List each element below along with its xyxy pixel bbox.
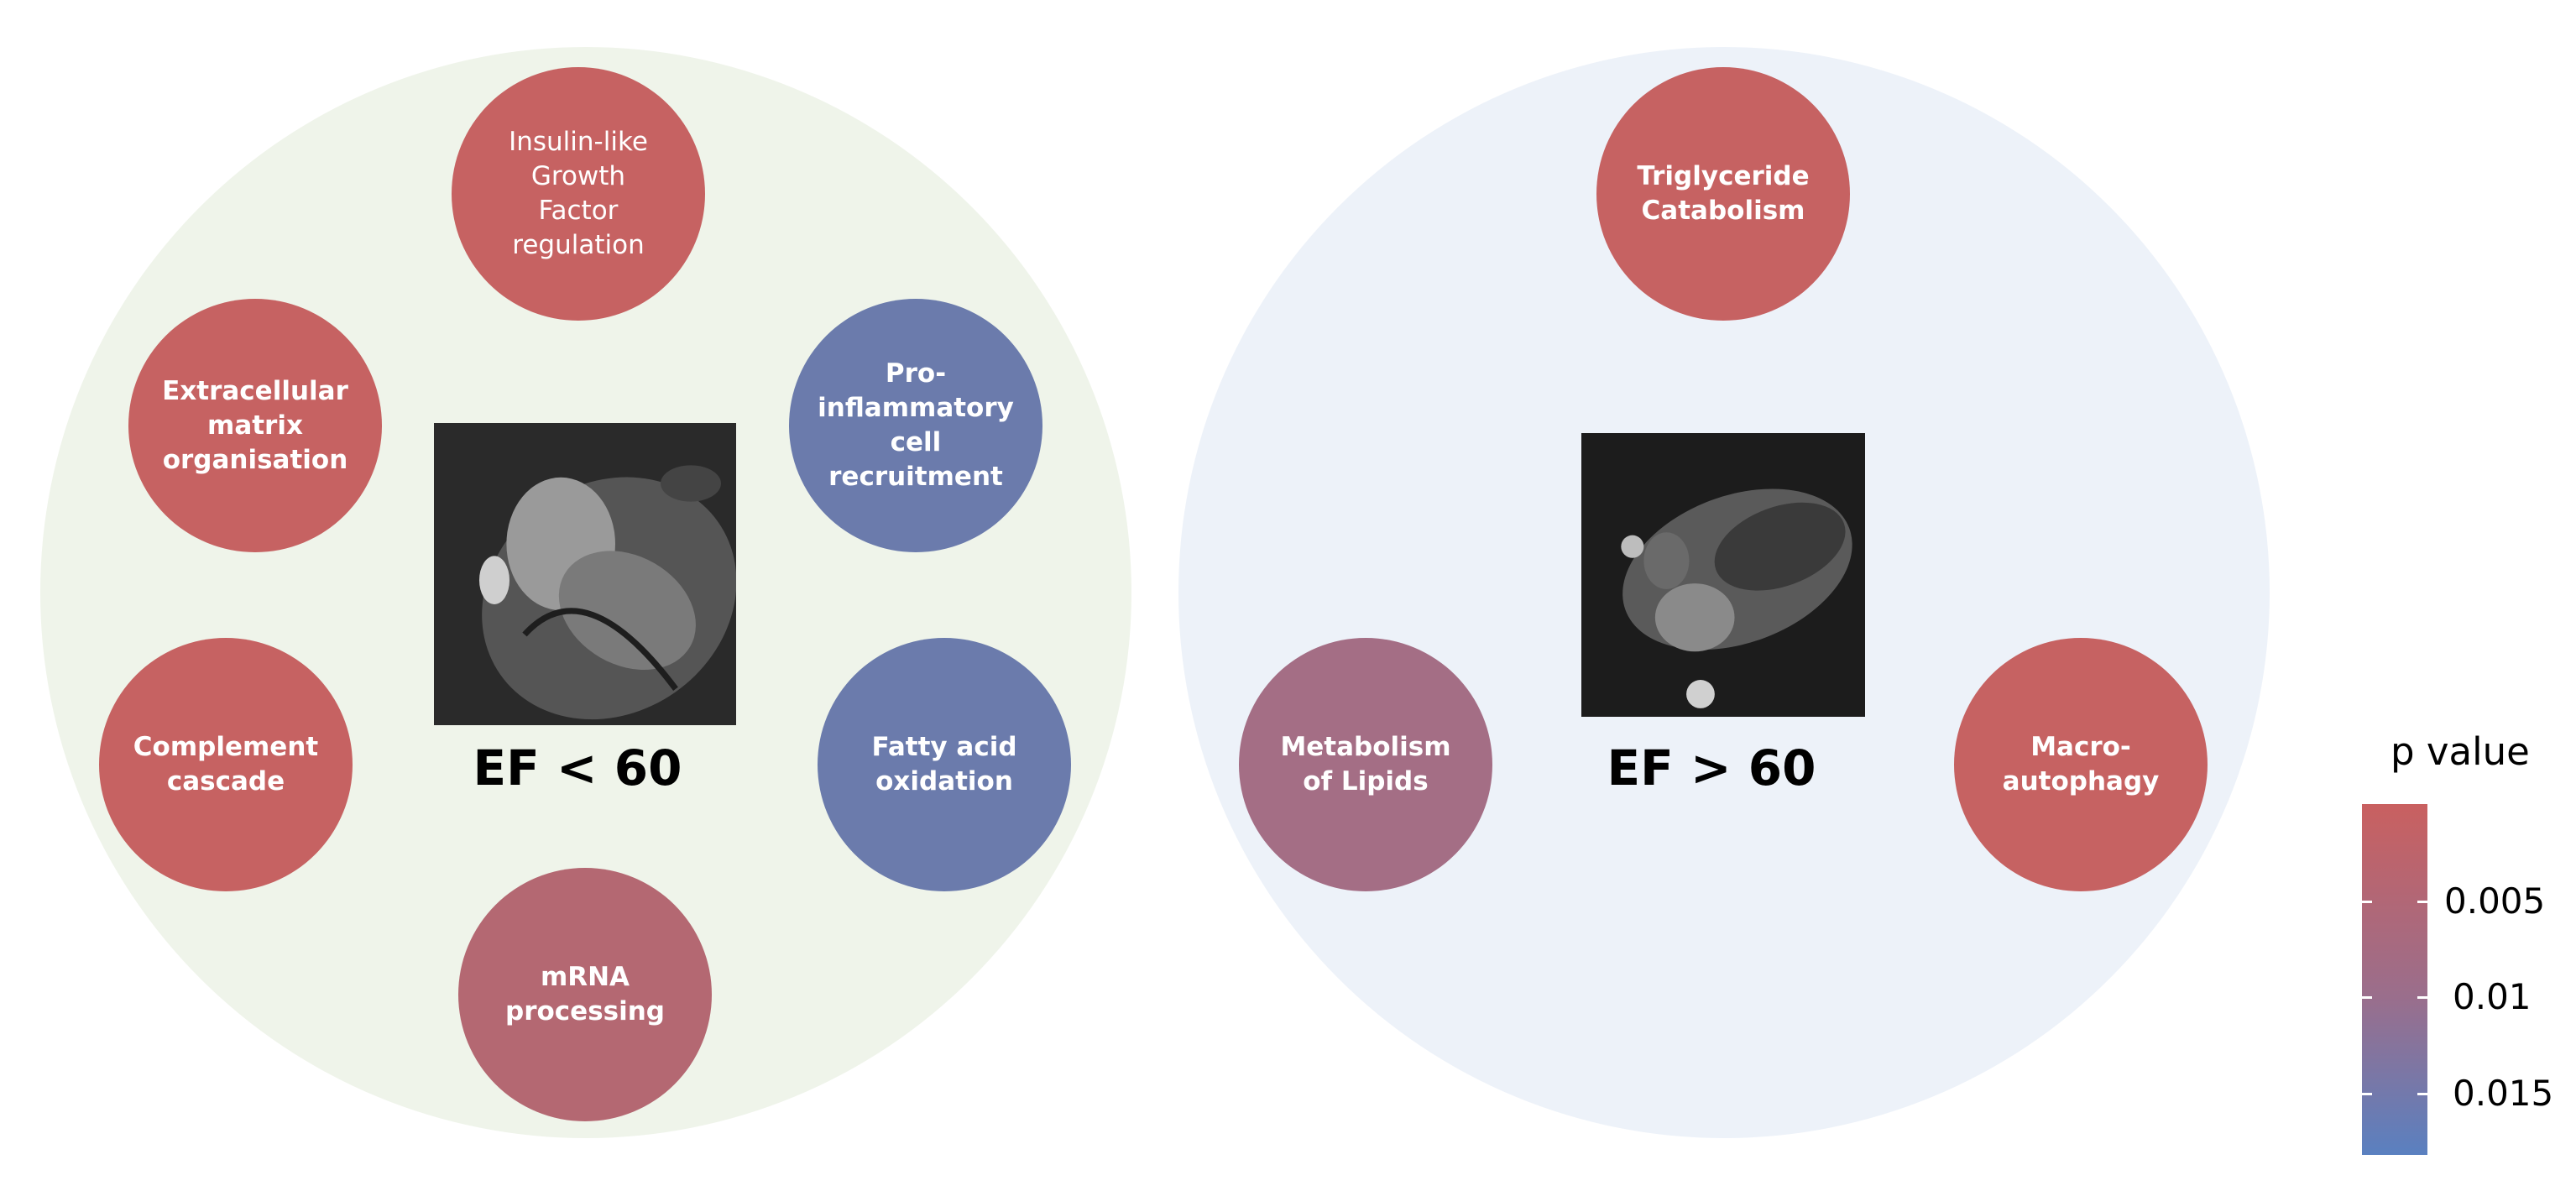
node-label: Insulin-like Growth Factor regulation <box>509 127 648 260</box>
legend-tick <box>2417 901 2427 903</box>
legend-tick-label: 0.005 <box>2444 880 2546 922</box>
node-triglyceride-catabolism: Triglyceride Catabolism <box>1596 67 1850 321</box>
node-macro-autophagy: Macro- autophagy <box>1954 638 2208 891</box>
legend-color-bar <box>2362 804 2427 1155</box>
legend-tick-label: 0.01 <box>2453 976 2532 1017</box>
mri-image-ef-above-60 <box>1581 433 1865 717</box>
legend-tick <box>2362 1093 2372 1095</box>
node-mrna-processing: mRNA processing <box>458 868 712 1121</box>
legend-tick <box>2417 996 2427 999</box>
node-label: mRNA processing <box>505 962 665 1026</box>
legend-tick-label: 0.015 <box>2453 1073 2554 1114</box>
node-pro-inflammatory: Pro- inflammatory cell recruitment <box>789 299 1042 552</box>
node-extracellular-matrix: Extracellular matrix organisation <box>128 299 382 552</box>
node-label: Macro- autophagy <box>2002 732 2160 797</box>
node-label: Triglyceride Catabolism <box>1637 161 1810 226</box>
node-complement-cascade: Complement cascade <box>99 638 353 891</box>
node-insulin-like-growth-factor: Insulin-like Growth Factor regulation <box>452 67 705 321</box>
node-label: Complement cascade <box>133 732 319 797</box>
group-label-ef-below-60: EF < 60 <box>473 739 682 797</box>
node-fatty-acid-oxidation: Fatty acid oxidation <box>818 638 1071 891</box>
node-label: Pro- inflammatory cell recruitment <box>818 358 1014 492</box>
node-metabolism-of-lipids: Metabolism of Lipids <box>1239 638 1492 891</box>
group-label-ef-above-60: EF > 60 <box>1607 739 1816 797</box>
node-label: Metabolism of Lipids <box>1280 732 1451 797</box>
node-label: Extracellular matrix organisation <box>162 375 348 475</box>
legend-tick <box>2362 901 2372 903</box>
node-label: Fatty acid oxidation <box>871 732 1017 797</box>
legend-title: p value <box>2391 729 2530 774</box>
legend-tick <box>2417 1093 2427 1095</box>
legend-tick <box>2362 996 2372 999</box>
mri-image-ef-below-60 <box>434 423 736 725</box>
